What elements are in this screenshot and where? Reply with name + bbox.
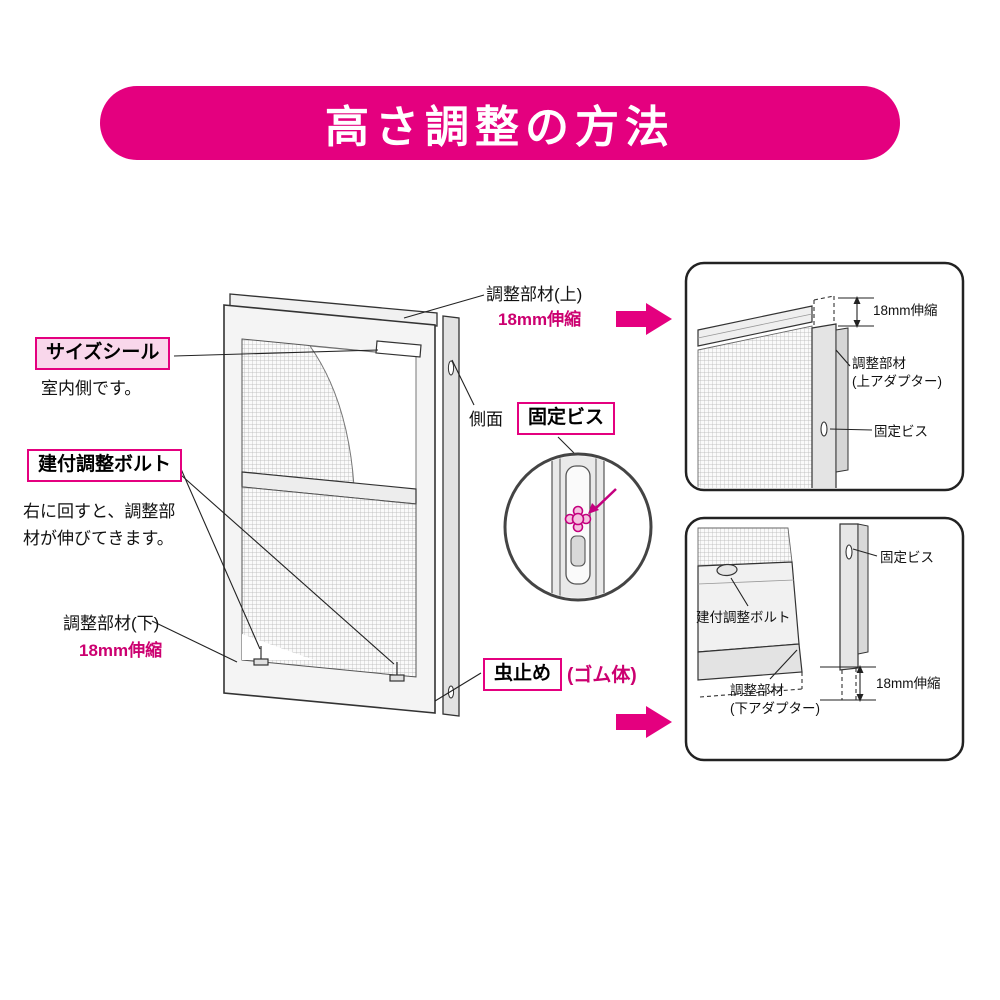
- fixing-screw-head: [564, 505, 592, 533]
- title-banner: 高さ調整の方法: [100, 86, 900, 160]
- adjuster-bottom-label: 調整部材(下): [63, 614, 160, 633]
- leader-lines: [151, 294, 575, 702]
- side-rail: [442, 315, 460, 717]
- bug-stopper-box: 虫止め: [483, 658, 563, 691]
- bug-stopper-suffix: (ゴム体): [567, 665, 637, 686]
- adjuster-top-label: 調整部材(上): [486, 285, 583, 304]
- adjuster-bottom-dimension: 18mm伸縮: [79, 641, 163, 660]
- panel-bottom-adjuster-line1: 調整部材: [730, 683, 784, 698]
- panel-bottom-bolt-label: 建付調整ボルト: [696, 610, 791, 625]
- panel-bottom-dimension: 18mm伸縮: [876, 676, 941, 691]
- fitting-bolt-desc: 右に回すと、調整部 材が伸びてきます。: [23, 498, 175, 552]
- size-seal-desc: 室内側です。: [41, 379, 142, 398]
- page-title: 高さ調整の方法: [325, 103, 675, 152]
- panel-top-screw-label: 固定ビス: [874, 424, 928, 439]
- panel-top-adjuster-line2: (上アダプター): [852, 373, 942, 389]
- panel-bottom-adjuster-label: 調整部材 (下アダプター): [730, 682, 820, 717]
- fitting-bolt-desc-line2: 材が伸びてきます。: [23, 529, 174, 549]
- zoom-arrow-top: [616, 303, 672, 335]
- panel-bottom-drawing: [684, 516, 965, 762]
- panel-top-dimension: 18mm伸縮: [873, 303, 938, 318]
- size-seal-sticker: [375, 340, 422, 358]
- fitting-bolt-head: [716, 563, 738, 577]
- screen-frame-drawing: [223, 293, 460, 717]
- fitting-bolt-box: 建付調整ボルト: [27, 449, 183, 482]
- screw-detail-circle: [503, 452, 653, 602]
- panel-top-adjuster-label: 調整部材 (上アダプター): [852, 355, 942, 390]
- panel-bottom-adjuster-line2: (下アダプター): [730, 700, 820, 716]
- adjuster-top-dimension: 18mm伸縮: [498, 310, 582, 329]
- panel-top-adjuster-line1: 調整部材: [852, 356, 906, 371]
- fixing-screw-box: 固定ビス: [517, 402, 616, 435]
- panel-top-drawing: [684, 261, 965, 492]
- screw-pointer-arrow: [588, 488, 617, 514]
- fitting-bolt-desc-line1: 右に回すと、調整部: [23, 502, 176, 521]
- panel-bottom-screw-label: 固定ビス: [880, 550, 934, 565]
- zoom-arrow-bottom: [616, 706, 672, 738]
- adjustment-bolts: [253, 646, 405, 682]
- side-face-label: 側面: [469, 410, 503, 429]
- size-seal-box: サイズシール: [35, 337, 171, 370]
